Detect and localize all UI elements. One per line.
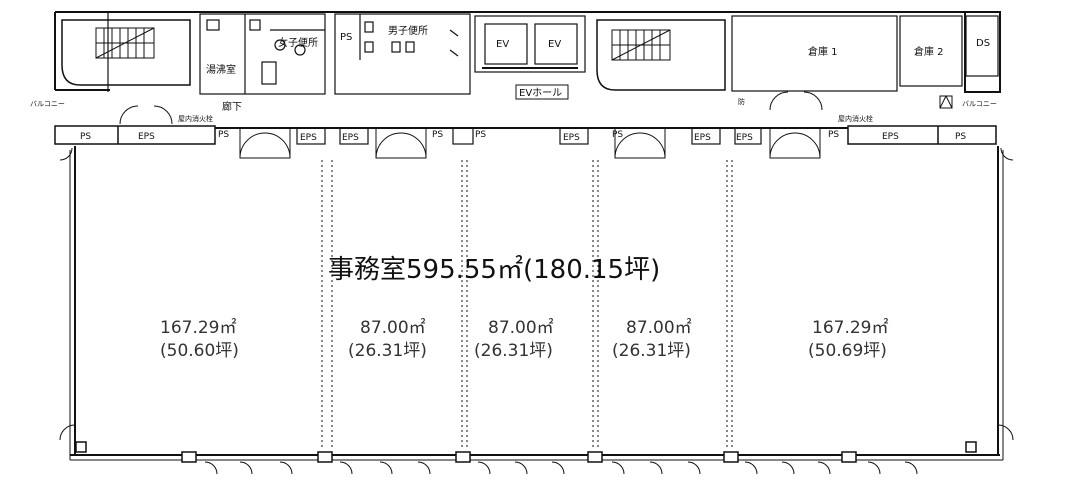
ds-label: DS xyxy=(976,38,990,49)
womens-wc-label: 女子便所 xyxy=(278,36,318,49)
partition-lines xyxy=(321,160,733,450)
eps-c-label: EPS xyxy=(563,133,580,143)
stair-left xyxy=(61,19,191,86)
eps-d-label: EPS xyxy=(694,133,711,143)
ev-hall-label: EVホール xyxy=(519,87,562,99)
storage2-label: 倉庫 2 xyxy=(914,45,944,58)
section-5-area: 167.29㎡ xyxy=(812,318,888,338)
balcony-right-label: バルコニー xyxy=(962,100,997,108)
sign-label: 防 xyxy=(738,97,745,106)
mens-wc-block xyxy=(334,13,471,95)
columns xyxy=(75,441,977,463)
section-2-tsubo: (26.31坪) xyxy=(348,341,427,361)
ev2-label: EV xyxy=(548,39,561,50)
corridor-label: 廊下 xyxy=(222,100,242,113)
ps-d-label: PS xyxy=(612,130,623,140)
office-total-label: 事務室595.55㎡(180.15坪) xyxy=(328,255,660,285)
ps-top-label: PS xyxy=(340,32,352,43)
wc-block xyxy=(199,13,326,95)
eps-right-label: EPS xyxy=(882,132,899,142)
ps-left-label: PS xyxy=(80,132,91,142)
eps-boxes xyxy=(296,127,762,145)
office-entry-doors xyxy=(239,127,821,159)
storage-block xyxy=(731,15,999,92)
elevators xyxy=(474,15,586,73)
section-5-tsubo: (50.69坪) xyxy=(808,341,887,361)
stair-right xyxy=(596,19,726,91)
section-2-area: 87.00㎡ xyxy=(360,318,426,338)
hydrant-right-label: 屋内消火栓 xyxy=(838,114,873,123)
window-swings xyxy=(59,147,1014,475)
section-1-area: 167.29㎡ xyxy=(160,318,236,338)
section-1-tsubo: (50.60坪) xyxy=(160,341,239,361)
ev-hall-box xyxy=(515,84,569,100)
section-4-area: 87.00㎡ xyxy=(626,318,692,338)
eps-a-label: EPS xyxy=(300,133,317,143)
kitchen-label: 湯沸室 xyxy=(206,63,236,76)
balcony-left-label: バルコニー xyxy=(30,100,65,108)
section-3-area: 87.00㎡ xyxy=(488,318,554,338)
hydrant-left-label: 屋内消火栓 xyxy=(178,114,213,123)
eps-left-label: EPS xyxy=(138,132,155,142)
eps-e-label: EPS xyxy=(736,133,753,143)
ev1-label: EV xyxy=(496,39,509,50)
storage1-label: 倉庫 1 xyxy=(808,45,838,58)
core-outline xyxy=(54,11,1001,93)
section-3-tsubo: (26.31坪) xyxy=(474,341,553,361)
ps-e-label: PS xyxy=(828,130,839,140)
corridor-doors xyxy=(119,91,953,125)
ps-c-label: PS xyxy=(475,130,486,140)
ps-b-label: PS xyxy=(432,130,443,140)
eps-b-label: EPS xyxy=(342,133,359,143)
mens-wc-label: 男子便所 xyxy=(388,24,428,37)
ps-a-label: PS xyxy=(218,130,229,140)
section-4-tsubo: (26.31坪) xyxy=(612,341,691,361)
ps-right-label: PS xyxy=(955,132,966,142)
